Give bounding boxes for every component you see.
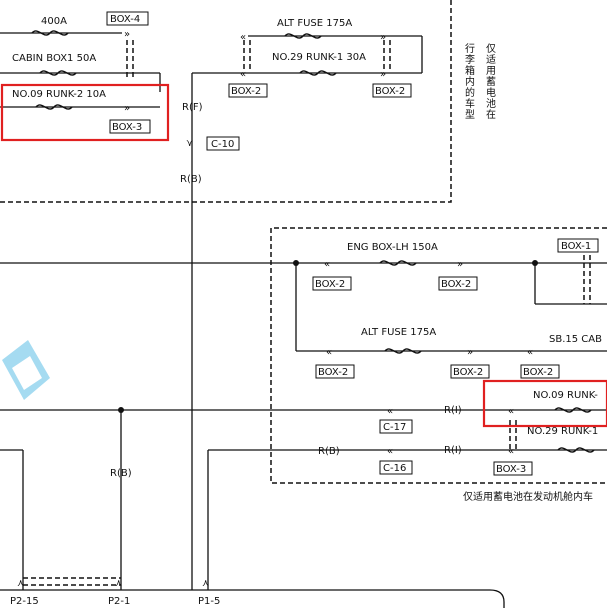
box2-b-label: BOX-2 [441, 279, 471, 290]
connector-c17-icon: « [387, 406, 393, 417]
pin-p2-15-icon: ⋏ [17, 578, 24, 589]
c16-label: C-16 [383, 463, 406, 474]
box2-top-right-frame [372, 83, 412, 98]
svg-text:仅: 仅 [486, 43, 496, 55]
box2-a-frame [312, 276, 352, 291]
fuse-400a-label: 400A [41, 16, 67, 27]
pin-p2-15-label: P2-15 [10, 596, 39, 607]
alt-fuse-eng-label: ALT FUSE 175A [361, 327, 436, 338]
connector-box3-icon: » [124, 103, 130, 114]
runk1-eng-label: NO.29 RUNK-1 [527, 426, 598, 437]
runk1-eng-fuse-symbol [557, 447, 595, 453]
alt-fuse-top-label: ALT FUSE 175A [277, 18, 352, 29]
connector-runk1-eng-icon: « [508, 446, 514, 457]
svg-text:用: 用 [486, 66, 496, 77]
eng-box-fuse-symbol [379, 260, 417, 266]
runk-eng-fuse-symbol [554, 407, 592, 413]
connector-alt-eng-mid-icon: » [467, 347, 473, 358]
pin-p1-5-icon: ⋏ [202, 578, 209, 589]
wire-rf-label: R(F) [182, 102, 203, 113]
wire-ri-1-label: R(I) [444, 405, 462, 416]
connector-runk1-left-icon: « [240, 69, 246, 80]
connector-runk1-right-icon: » [380, 69, 386, 80]
connector-alt-left-icon: « [240, 32, 246, 43]
box2-d-label: BOX-2 [453, 367, 483, 378]
connector-box4-icon: » [124, 29, 130, 40]
box4-label: BOX-4 [110, 14, 140, 25]
connector-runk-eng-icon: « [508, 406, 514, 417]
connector-eng-left-icon: « [324, 259, 330, 270]
connector-alt-eng-right-icon: « [527, 347, 533, 358]
svg-text:型: 型 [465, 108, 475, 121]
box2-b-frame [438, 276, 478, 291]
top-block-border [0, 0, 452, 203]
svg-text:蓄: 蓄 [486, 76, 496, 88]
box2-top-left-frame [228, 83, 268, 98]
wire-rb-bottom-label: R(B) [110, 468, 132, 479]
svg-text:的: 的 [465, 86, 475, 99]
svg-text:在: 在 [486, 109, 496, 121]
pin-p2-1-icon: ⋏ [115, 578, 122, 589]
fuse-400a-symbol [31, 30, 69, 36]
connector-alt-right-icon: » [380, 32, 386, 43]
box2-d-frame [450, 364, 490, 379]
connector-c16-icon: « [387, 446, 393, 457]
c17-frame [379, 419, 413, 434]
wire-rb-top-label: R(B) [180, 174, 202, 185]
c17-label: C-17 [383, 422, 406, 433]
highlight-runk-eng [482, 379, 607, 428]
svg-text:车: 车 [465, 97, 475, 110]
svg-text:行: 行 [465, 42, 475, 55]
box3-label: BOX-3 [112, 122, 142, 133]
eng-box-label: ENG BOX-LH 150A [347, 242, 438, 253]
pin-p1-5-label: P1-5 [198, 596, 220, 607]
c16-frame [379, 460, 413, 475]
svg-text:内: 内 [465, 75, 475, 88]
box1-label: BOX-1 [561, 241, 591, 252]
svg-text:电: 电 [486, 86, 496, 99]
cabin-box1-label: CABIN BOX1 50A [12, 53, 96, 64]
c10-label: C-10 [211, 139, 234, 150]
fuse-cabin-box1-symbol [39, 70, 77, 76]
sb15-label: SB.15 CAB [549, 334, 602, 345]
box3-eng-frame [493, 461, 533, 476]
fuse-runk1-symbol [299, 70, 337, 76]
c10-frame [206, 136, 240, 151]
box2-e-frame [520, 364, 560, 379]
runk2-label: NO.09 RUNK-2 10A [12, 89, 106, 100]
box1-frame [557, 238, 599, 253]
runk1-label: NO.29 RUNK-1 30A [272, 52, 366, 63]
alt-fuse-top-symbol [284, 33, 322, 39]
box2-e-label: BOX-2 [523, 367, 553, 378]
engine-block-border [270, 227, 607, 484]
box2-top-left-label: BOX-2 [231, 86, 261, 97]
box3-frame [109, 119, 151, 134]
highlight-runk2 [0, 83, 170, 142]
watermark-logo [2, 340, 50, 400]
connector-c10-icon: ⋎ [186, 138, 193, 149]
connector-alt-eng-left-icon: « [326, 347, 332, 358]
box2-c-label: BOX-2 [318, 367, 348, 378]
box3-eng-label: BOX-3 [496, 464, 526, 475]
wire-ri-2-label: R(I) [444, 445, 462, 456]
pin-p2-1-label: P2-1 [108, 596, 130, 607]
svg-text:李: 李 [465, 53, 475, 66]
svg-text:适: 适 [486, 54, 496, 66]
box2-c-frame [315, 364, 355, 379]
fuse-runk2-symbol [35, 104, 73, 110]
bottom-bus-outline [0, 589, 505, 608]
box2-a-label: BOX-2 [315, 279, 345, 290]
runk-eng-label: NO.09 RUNK- [533, 390, 598, 401]
box2-top-right-label: BOX-2 [375, 86, 405, 97]
svg-text:箱: 箱 [465, 64, 475, 77]
wire-rb-eng-label: R(B) [318, 446, 340, 457]
svg-text:池: 池 [486, 97, 496, 110]
connector-eng-right-icon: » [457, 259, 463, 270]
engine-note: 仅适用蓄电池在发动机舱内车 [463, 490, 593, 503]
box4-frame [106, 11, 149, 26]
alt-fuse-eng-symbol [384, 348, 422, 354]
top-note-vertical: 仅 适 用 蓄 电 池 在 行 李 箱 内 的 车 型 [465, 42, 496, 121]
